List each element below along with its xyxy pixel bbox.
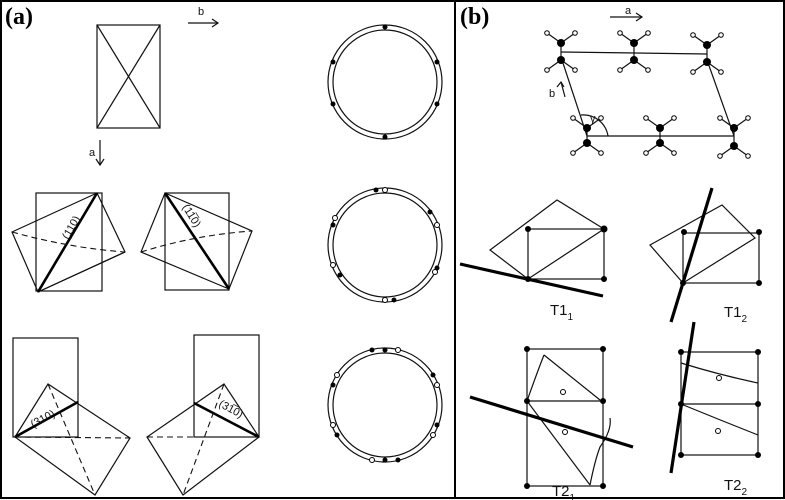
carbon-atom xyxy=(583,124,591,132)
molecule xyxy=(717,115,751,159)
axis-a-arrow-icon xyxy=(610,12,644,22)
unit-cell-rectangle xyxy=(96,24,161,129)
carbon-atom xyxy=(730,124,738,132)
hydrogen-atom xyxy=(572,67,578,73)
axis-a-arrow-icon xyxy=(95,140,105,167)
axis-b-label: b xyxy=(198,6,204,18)
panel-a-label: (a) xyxy=(5,4,33,30)
hydrogen-atom xyxy=(671,150,677,156)
pole-figure-untwinned xyxy=(327,24,443,140)
hydrogen-atom xyxy=(598,150,604,156)
axis-b-label: b xyxy=(549,88,555,100)
hydrogen-atom xyxy=(690,32,696,38)
carbon-atom xyxy=(630,56,638,64)
panel-a: (a) b a (110) xyxy=(5,4,443,496)
plane-1bar10-label: (11̅0) xyxy=(179,202,202,229)
carbon-atom xyxy=(630,39,638,47)
twin-3bar10-diagram: (31̅0) xyxy=(146,334,260,496)
hydrogen-atom xyxy=(617,67,623,73)
twin-T2-1-label: T21 xyxy=(552,483,576,500)
hydrogen-atom xyxy=(617,30,623,36)
axis-b-arrow-icon xyxy=(188,18,220,28)
molecule xyxy=(544,30,578,73)
twin-T1-2-label: T12 xyxy=(724,304,748,325)
carbon-atom xyxy=(557,39,565,47)
carbon-atom xyxy=(656,124,664,132)
axis-a-label: a xyxy=(89,147,96,159)
hydrogen-atom xyxy=(643,115,649,121)
molecule xyxy=(690,32,724,75)
molecules xyxy=(544,30,751,159)
carbon-atom xyxy=(703,41,711,49)
axis-a-label: a xyxy=(625,5,632,17)
hydrogen-atom xyxy=(645,67,651,73)
hydrogen-atom xyxy=(544,67,550,73)
hydrogen-atom xyxy=(643,150,649,156)
gamma-label: γ xyxy=(590,113,596,125)
pole-figure-310-twin xyxy=(327,347,443,463)
twin-T2-1-diagram: T21 xyxy=(469,346,634,500)
molecule xyxy=(570,115,604,156)
molecule xyxy=(617,30,651,73)
carbon-atom xyxy=(656,139,664,147)
twin-310-diagram: (310) xyxy=(12,337,131,496)
twin-T1-1-label: T11 xyxy=(550,302,574,323)
hydrogen-atom xyxy=(572,30,578,36)
hydrogen-atom xyxy=(690,69,696,75)
hydrogen-atom xyxy=(570,150,576,156)
hydrogen-atom xyxy=(745,153,751,159)
carbon-atom xyxy=(557,56,565,64)
molecule xyxy=(643,115,677,156)
hydrogen-atom xyxy=(544,30,550,36)
panel-b: (b) a b γ T11 xyxy=(459,4,762,500)
carbon-atom xyxy=(703,58,711,66)
twin-T1-1-diagram: T11 xyxy=(459,199,608,323)
panel-b-label: (b) xyxy=(460,4,489,30)
hydrogen-atom xyxy=(598,115,604,121)
hydrogen-atom xyxy=(718,32,724,38)
hydrogen-atom xyxy=(570,115,576,121)
plane-310-label: (310) xyxy=(29,408,57,431)
twin-110-diagram: (110) xyxy=(11,192,126,293)
hydrogen-atom xyxy=(717,115,723,121)
carbon-atom xyxy=(583,139,591,147)
hydrogen-atom xyxy=(745,115,751,121)
hydrogen-atom xyxy=(671,115,677,121)
plane-110-label: (110) xyxy=(60,214,83,242)
twin-T1-2-diagram: T12 xyxy=(649,187,762,325)
axis-b-arrow-icon xyxy=(556,80,566,98)
hydrogen-atom xyxy=(718,69,724,75)
carbon-atom xyxy=(730,142,738,150)
twin-1bar10-diagram: (11̅0) xyxy=(140,192,253,291)
twin-T2-2-label: T22 xyxy=(724,477,748,498)
hydrogen-atom xyxy=(645,30,651,36)
pole-figure-110-twin xyxy=(327,187,443,303)
hydrogen-atom xyxy=(717,153,723,159)
twin-T2-2-diagram: T22 xyxy=(669,321,761,498)
